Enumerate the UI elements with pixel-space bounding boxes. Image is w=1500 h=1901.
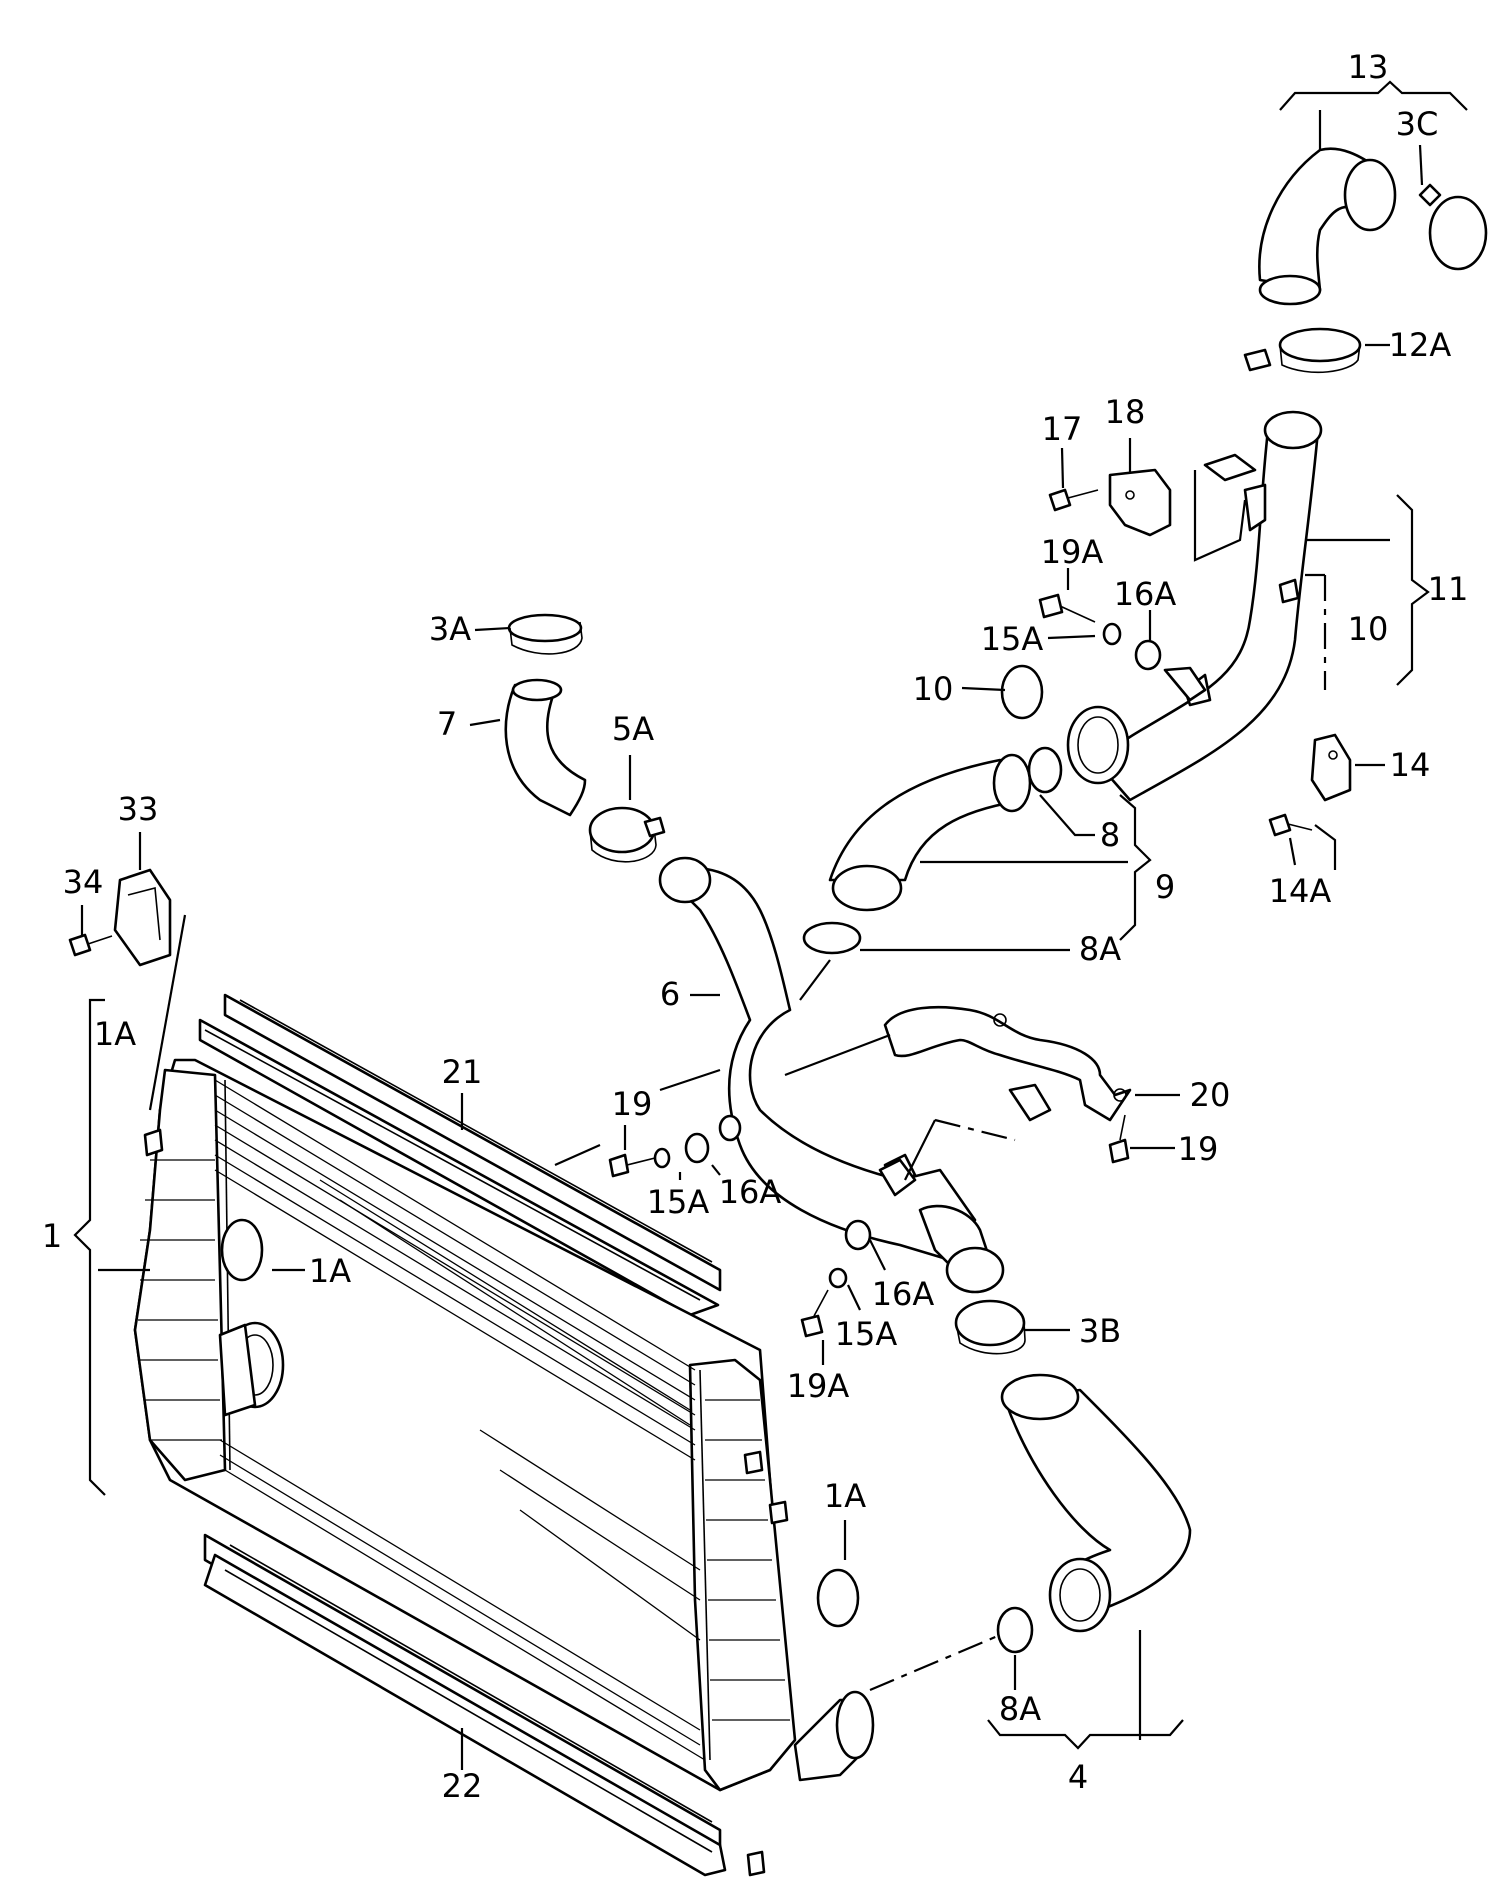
callout-19-right: 19 bbox=[1178, 1130, 1219, 1168]
bolt-right-part bbox=[1108, 1114, 1130, 1164]
callout-1a-top: 1A bbox=[94, 1015, 136, 1053]
leader-lines bbox=[73, 80, 1468, 1770]
callout-3a: 3A bbox=[429, 610, 471, 648]
bolt-stack-mid-part bbox=[800, 1158, 917, 1338]
callout-16a-left: 16A bbox=[719, 1173, 782, 1211]
callout-15a-left: 15A bbox=[647, 1183, 710, 1221]
callout-15a-top: 15A bbox=[981, 620, 1044, 658]
callout-19a-bottom: 19A bbox=[787, 1367, 850, 1405]
callout-34: 34 bbox=[63, 863, 104, 901]
bolt-stack-left-part bbox=[608, 1114, 742, 1178]
clamp-3b-part bbox=[954, 1299, 1026, 1355]
callout-19a-top: 19A bbox=[1041, 533, 1104, 571]
callout-6: 6 bbox=[660, 975, 680, 1013]
callout-1a-mid: 1A bbox=[309, 1252, 351, 1290]
lower-hose-part bbox=[996, 1373, 1192, 1654]
callout-labels: 13 3C 12A 17 18 19A 16A 15A 11 10 10 3A … bbox=[42, 48, 1469, 1805]
callout-1: 1 bbox=[42, 1217, 62, 1255]
callout-12a: 12A bbox=[1389, 326, 1452, 364]
callout-15a-mid: 15A bbox=[835, 1315, 898, 1353]
callout-14: 14 bbox=[1390, 746, 1431, 784]
callout-5a: 5A bbox=[612, 710, 654, 748]
callout-14a: 14A bbox=[1269, 872, 1332, 910]
callout-3b: 3B bbox=[1079, 1312, 1121, 1350]
bracket-20-part bbox=[883, 1005, 1132, 1122]
callout-22: 22 bbox=[442, 1767, 483, 1805]
clamp-5a-part bbox=[588, 806, 666, 863]
callout-8-top: 8 bbox=[1100, 816, 1120, 854]
callout-7: 7 bbox=[437, 705, 457, 743]
callout-33: 33 bbox=[118, 790, 159, 828]
callout-8a-top: 8A bbox=[1079, 930, 1121, 968]
bracket-14-part bbox=[1268, 733, 1352, 837]
bolt-stack-top-part bbox=[1038, 593, 1207, 702]
callout-4: 4 bbox=[1068, 1758, 1088, 1796]
elbow-hose-part bbox=[1243, 147, 1488, 374]
callout-1a-bottom: 1A bbox=[824, 1477, 866, 1515]
bracket-mount-part bbox=[68, 868, 172, 967]
callout-8a-bottom: 8A bbox=[999, 1690, 1041, 1728]
callout-16a-mid: 16A bbox=[872, 1275, 935, 1313]
callout-16a-top: 16A bbox=[1114, 575, 1177, 613]
callout-10-right: 10 bbox=[1348, 610, 1389, 648]
callout-21: 21 bbox=[442, 1053, 483, 1091]
upper-pipe-part bbox=[1066, 410, 1323, 802]
lower-air-guide-part bbox=[203, 1533, 727, 1877]
seal-rings-part bbox=[220, 664, 1044, 1628]
callout-18: 18 bbox=[1105, 393, 1146, 431]
callout-13: 13 bbox=[1348, 48, 1389, 86]
callout-3c: 3C bbox=[1396, 105, 1439, 143]
callout-17: 17 bbox=[1042, 410, 1083, 448]
sensor-part bbox=[1048, 468, 1172, 537]
callout-11: 11 bbox=[1428, 570, 1469, 608]
intercooler-part bbox=[133, 1058, 875, 1877]
middle-hose-part bbox=[802, 746, 1063, 955]
callout-19-left: 19 bbox=[612, 1085, 653, 1123]
charge-pipe-part bbox=[658, 856, 1005, 1294]
upper-small-hose-part bbox=[504, 613, 587, 817]
callout-9: 9 bbox=[1155, 868, 1175, 906]
callout-20: 20 bbox=[1190, 1076, 1231, 1114]
upper-air-guide-part bbox=[198, 993, 722, 1317]
callout-10-left: 10 bbox=[913, 670, 954, 708]
